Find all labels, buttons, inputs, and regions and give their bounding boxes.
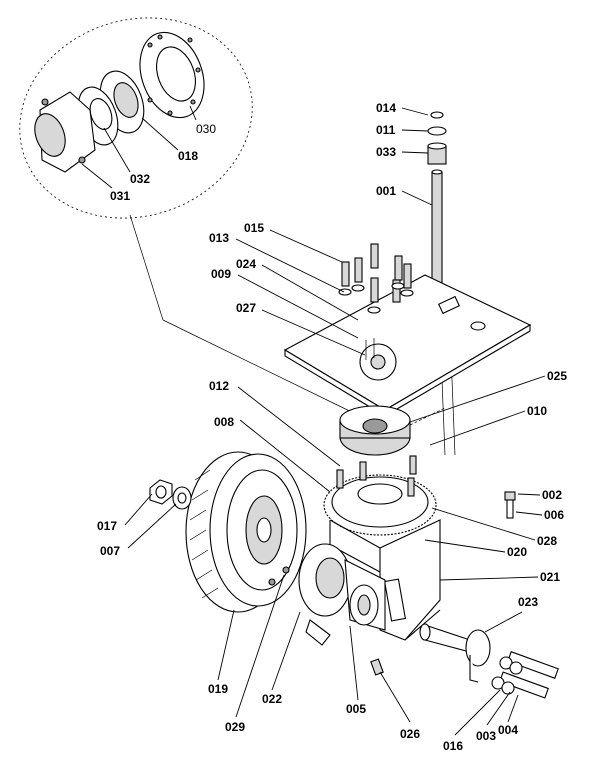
callout-012: 012 [209, 379, 229, 393]
callout-033: 033 [376, 145, 396, 159]
callout-032: 032 [130, 172, 150, 186]
callout-005: 005 [346, 702, 366, 716]
callout-024: 024 [236, 257, 256, 271]
callout-023: 023 [518, 595, 538, 609]
housing-031 [34, 91, 96, 173]
callout-021: 021 [540, 570, 560, 584]
callout-030: 030 [196, 122, 216, 136]
callout-009: 009 [211, 267, 231, 281]
top-plate [283, 274, 532, 417]
washer-011 [427, 126, 447, 136]
callout-006: 006 [544, 508, 564, 522]
callout-labels: 014 011 033 001 030 018 032 031 015 013 … [97, 101, 567, 753]
callout-001: 001 [376, 184, 396, 198]
callout-031: 031 [110, 189, 130, 203]
callout-025: 025 [547, 369, 567, 383]
callout-019: 019 [208, 682, 228, 696]
callout-016: 016 [443, 739, 463, 753]
callout-027: 027 [236, 301, 256, 315]
callout-014: 014 [376, 101, 396, 115]
callout-017: 017 [97, 519, 117, 533]
callout-013: 013 [209, 231, 229, 245]
nut-017 [149, 479, 173, 505]
bolt-set-015 [338, 243, 414, 314]
turntable-025 [339, 405, 446, 456]
detail-bubble [19, 17, 253, 219]
callout-003: 003 [476, 729, 496, 743]
bush-033 [427, 142, 447, 165]
callout-022: 022 [262, 692, 282, 706]
flange-030 [139, 31, 205, 119]
washer-007 [172, 486, 192, 510]
sprocket-028 [323, 455, 437, 536]
bolt-002 [504, 491, 516, 519]
callout-004: 004 [498, 723, 518, 737]
gear-housing-022 [298, 543, 386, 646]
bolt-set-003-004-016 [491, 651, 559, 699]
leader-lines [81, 105, 546, 736]
callout-010: 010 [527, 404, 547, 418]
detail-leader [129, 214, 164, 321]
detail-leader-2 [162, 319, 369, 421]
callout-015: 015 [244, 221, 264, 235]
callout-029: 029 [225, 720, 245, 734]
bolt-026 [370, 658, 384, 676]
callout-011: 011 [376, 123, 396, 137]
callout-002: 002 [542, 488, 562, 502]
callout-018: 018 [178, 149, 198, 163]
callout-007: 007 [100, 544, 120, 558]
callout-028: 028 [537, 534, 557, 548]
callout-020: 020 [507, 545, 527, 559]
clip-014 [430, 111, 444, 119]
wheel-019 [185, 451, 307, 613]
callout-008: 008 [214, 415, 234, 429]
axle-023 [419, 623, 491, 683]
callout-026: 026 [400, 727, 420, 741]
